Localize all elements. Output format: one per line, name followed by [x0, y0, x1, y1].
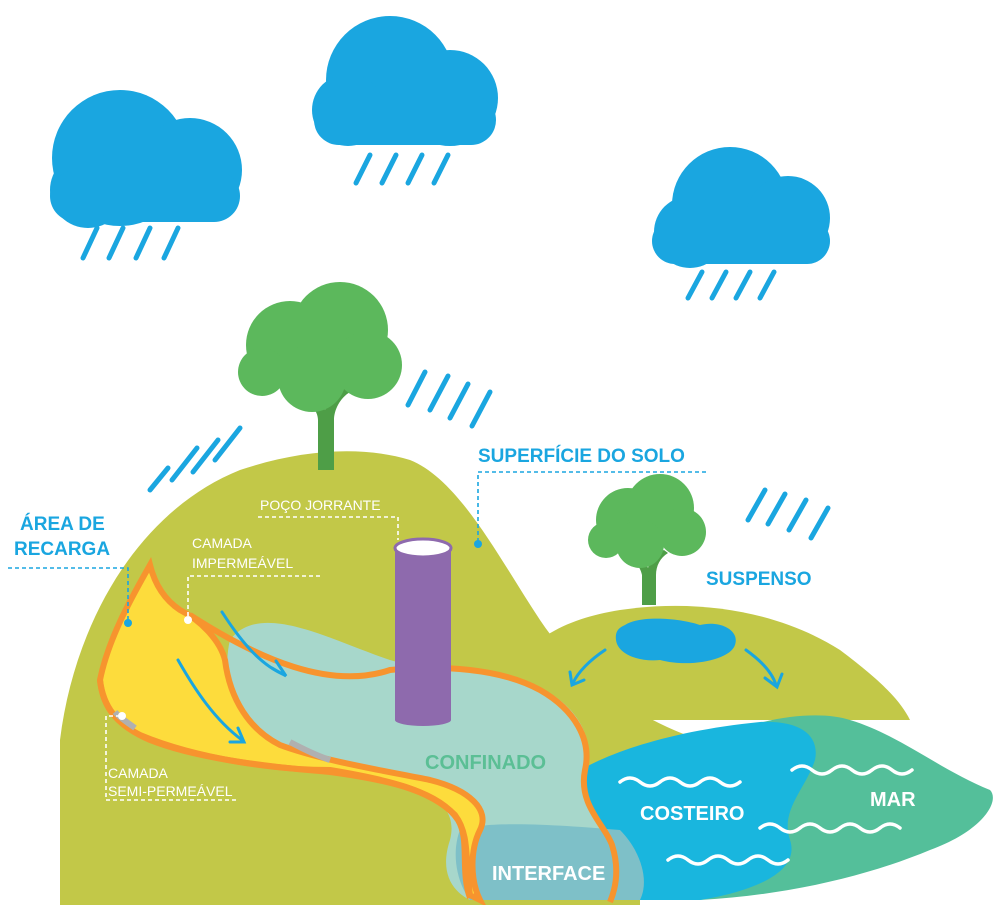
- rain-icon: [685, 269, 777, 301]
- semi-permeable-outline: [97, 679, 473, 900]
- tree-icon: [238, 282, 402, 470]
- semi-permeable-dot: [118, 712, 126, 720]
- interface-label: INTERFACE: [492, 863, 605, 885]
- semi-permeable-segment: [112, 709, 137, 731]
- rain-icon: [80, 225, 181, 261]
- well-callout: [258, 516, 399, 540]
- recharge-label-line1: ÁREA DE: [20, 513, 105, 535]
- recharge-callout: [8, 567, 129, 622]
- sea-label: MAR: [870, 789, 916, 811]
- rain-icon: [405, 369, 493, 429]
- perched-lake: [615, 618, 736, 664]
- soil-surface-label: SUPERFÍCIE DO SOLO: [478, 445, 685, 467]
- coastal-label: COSTEIRO: [640, 803, 744, 825]
- wave-icon: [618, 764, 914, 866]
- impermeable-outline: [188, 612, 620, 904]
- flow-arrow: [176, 658, 247, 744]
- tree-icon: [588, 474, 706, 605]
- cloud-middle: [312, 16, 498, 146]
- interface-zone: [455, 824, 644, 900]
- artesian-well: [393, 537, 453, 726]
- recharge-dot: [124, 619, 132, 627]
- rain-icon: [147, 425, 243, 493]
- soil-surface-callout: [477, 471, 706, 542]
- confined-label: CONFINADO: [425, 752, 546, 774]
- semi-permeable-segment: [288, 739, 331, 763]
- impermeable-callout: [187, 575, 320, 618]
- soil-surface-dot: [474, 540, 482, 548]
- rain-icon: [353, 152, 451, 186]
- semi-permeable-label-line1: CAMADA: [108, 765, 169, 781]
- flow-arrow: [220, 610, 288, 678]
- impermeable-label-line1: CAMADA: [192, 535, 253, 551]
- artesian-well-label: POÇO JORRANTE: [260, 497, 381, 513]
- impermeable-label-line2: IMPERMEÁVEL: [192, 555, 293, 571]
- flow-arrow: [568, 648, 784, 690]
- cloud-right: [652, 147, 830, 268]
- cloud-left: [50, 90, 242, 228]
- semi-permeable-callout: [105, 715, 238, 801]
- impermeable-dot: [184, 616, 192, 624]
- recharge-label-line2: RECARGA: [14, 539, 110, 560]
- rain-icon: [745, 487, 831, 541]
- perched-label: SUSPENSO: [706, 569, 812, 590]
- semi-permeable-label-line2: SEMI-PERMEÁVEL: [108, 783, 233, 799]
